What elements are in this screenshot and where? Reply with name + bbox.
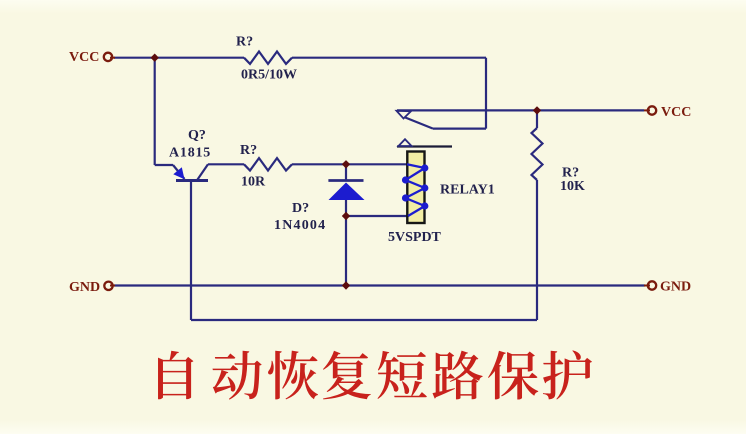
svg-text:RELAY1: RELAY1: [440, 183, 495, 198]
svg-text:VCC: VCC: [69, 50, 99, 65]
svg-text:GND: GND: [660, 280, 691, 295]
svg-text:R?: R?: [562, 166, 579, 181]
svg-text:10R: 10R: [241, 175, 266, 190]
svg-text:10K: 10K: [560, 179, 585, 194]
svg-text:VCC: VCC: [661, 105, 691, 120]
svg-text:A1815: A1815: [169, 146, 211, 161]
svg-text:5VSPDT: 5VSPDT: [388, 230, 442, 245]
svg-text:R?: R?: [240, 143, 257, 158]
svg-text:1N4004: 1N4004: [274, 218, 326, 233]
svg-text:R?: R?: [236, 35, 253, 50]
svg-text:Q?: Q?: [188, 128, 206, 143]
svg-text:0R5/10W: 0R5/10W: [241, 67, 297, 82]
svg-text:GND: GND: [69, 280, 100, 295]
svg-text:D?: D?: [292, 201, 309, 216]
